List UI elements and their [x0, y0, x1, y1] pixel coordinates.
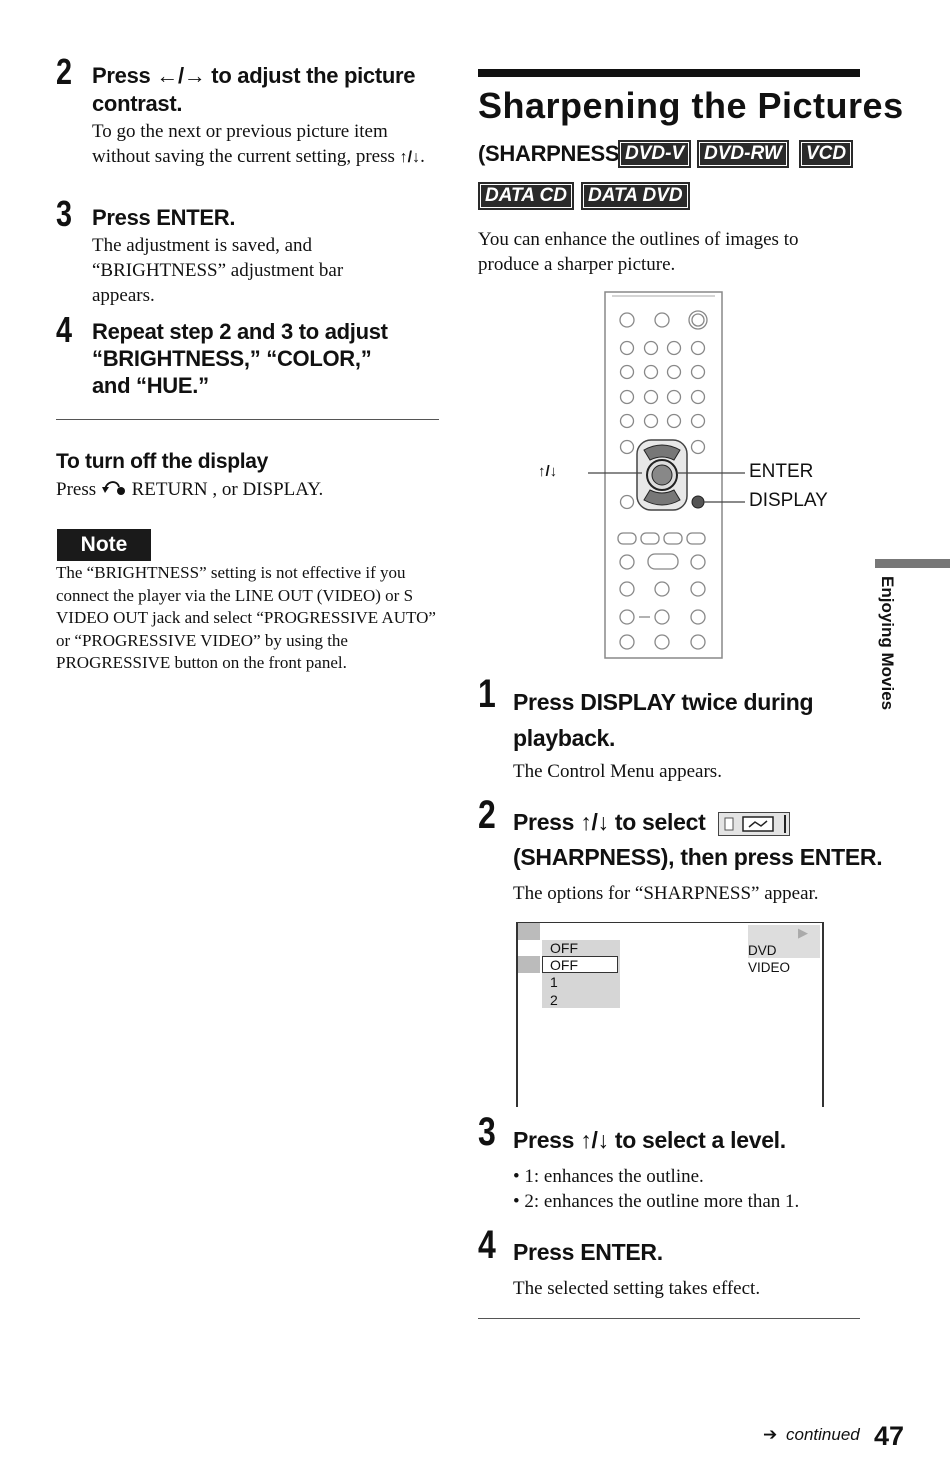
step-number: 3 — [56, 193, 73, 234]
step-body: To go the next or previous picture item … — [92, 119, 437, 170]
side-tab-bar — [875, 559, 950, 568]
section-title: Sharpening the Pictures — [478, 85, 904, 126]
section-subtitle: (SHARPNESS) — [478, 141, 627, 166]
turn-off-text-a: Press — [56, 479, 101, 500]
note-label: Note — [57, 529, 151, 561]
badge-text: DATA DVD — [581, 182, 690, 210]
left-right-arrows-icon: ←/→ — [156, 63, 206, 88]
bullet-text: 1: enhances the outline. — [524, 1166, 704, 1187]
step-heading-text: to adjust the picture contrast. — [92, 63, 416, 116]
sharpness-icon — [718, 812, 790, 836]
step-body: The adjustment is saved, and “BRIGHTNESS… — [92, 235, 344, 306]
turn-off-text: Press RETURN , or DISPLAY. — [56, 477, 436, 504]
subsection-heading: To turn off the display — [56, 450, 269, 473]
step-number: 4 — [56, 309, 73, 350]
badge-dvd-rw: DVD-RW — [697, 140, 789, 168]
badge-text: DVD-V — [618, 140, 692, 168]
step-number: 2 — [56, 51, 73, 92]
step-body: The selected setting takes effect. — [513, 1278, 761, 1299]
up-down-arrows-icon: ↑/↓ — [538, 463, 558, 480]
bullet-item: • 2: enhances the outline more than 1. — [513, 1191, 800, 1212]
badge-text: VCD — [799, 140, 854, 168]
side-tab-label: Enjoying Movies — [878, 576, 897, 711]
control-menu-screen: OFF OFF 1 2 ▶ DVD VIDEO — [516, 922, 824, 1107]
step-body-text: . — [420, 146, 425, 167]
play-icon: ▶ — [798, 926, 808, 941]
enter-label: ENTER — [749, 461, 814, 482]
side-tab: Enjoying Movies — [876, 576, 900, 716]
divider — [56, 419, 439, 420]
options-panel — [542, 940, 620, 1008]
display-label: DISPLAY — [749, 490, 828, 511]
continued-arrow-icon: ➔ — [763, 1425, 778, 1445]
intro-text: You can enhance the outlines of images t… — [478, 229, 799, 275]
badge-vcd: VCD — [799, 140, 854, 168]
badge-text: DVD-RW — [697, 140, 789, 168]
step-heading: (SHARPNESS), then press ENTER. — [513, 844, 883, 870]
disc-type-panel — [748, 925, 820, 958]
step-heading: Press ←/→ to adjust the picture contrast… — [92, 62, 422, 118]
note-text: The “BRIGHTNESS” setting is not effectiv… — [56, 563, 436, 672]
badge-text: DATA CD — [478, 182, 574, 210]
option-off[interactable]: OFF — [542, 956, 618, 973]
current-setting: OFF — [550, 940, 578, 956]
step-heading: Press ENTER. — [513, 1239, 663, 1265]
menu-icon-cell — [518, 923, 540, 940]
step-body-text: To go the next or previous picture item … — [92, 121, 400, 167]
up-down-arrows-icon: ↑/↓ — [399, 149, 421, 166]
turn-off-text-b: RETURN , or DISPLAY. — [126, 479, 324, 500]
disc-type-label: DVD VIDEO — [748, 943, 791, 975]
step-number: 2 — [478, 793, 496, 837]
remote-illustration — [540, 290, 840, 660]
badge-data-cd: DATA CD — [478, 182, 574, 210]
step-body: The Control Menu appears. — [513, 761, 722, 782]
step-body: The options for “SHARPNESS” appear. — [513, 883, 819, 904]
step-number: 1 — [478, 672, 496, 716]
step-heading: Press ENTER. — [92, 205, 236, 230]
badge-dvd-v: DVD-V — [618, 140, 692, 168]
return-icon — [101, 477, 127, 504]
step-heading: Repeat step 2 and 3 to adjust “BRIGHTNES… — [92, 319, 388, 398]
bullet-item: • 1: enhances the outline. — [513, 1166, 704, 1187]
menu-icon-cell — [518, 956, 540, 973]
title-rule — [478, 69, 860, 77]
page-number: 47 — [874, 1421, 905, 1451]
step-heading: Press DISPLAY twice during playback. — [513, 689, 814, 751]
option-2[interactable]: 2 — [550, 992, 558, 1008]
badge-data-dvd: DATA DVD — [581, 182, 690, 210]
option-1[interactable]: 1 — [550, 974, 558, 990]
step-number: 4 — [478, 1223, 496, 1267]
continued-label: continued — [786, 1425, 860, 1444]
step-heading-text: Press — [92, 63, 157, 88]
divider — [478, 1318, 860, 1319]
step-heading: Press ↑/↓ to select a level. — [513, 1127, 786, 1153]
step-number: 3 — [478, 1110, 496, 1154]
bullet-text: 2: enhances the outline more than 1. — [524, 1191, 800, 1212]
step-heading: Press ↑/↓ to select — [513, 809, 706, 835]
